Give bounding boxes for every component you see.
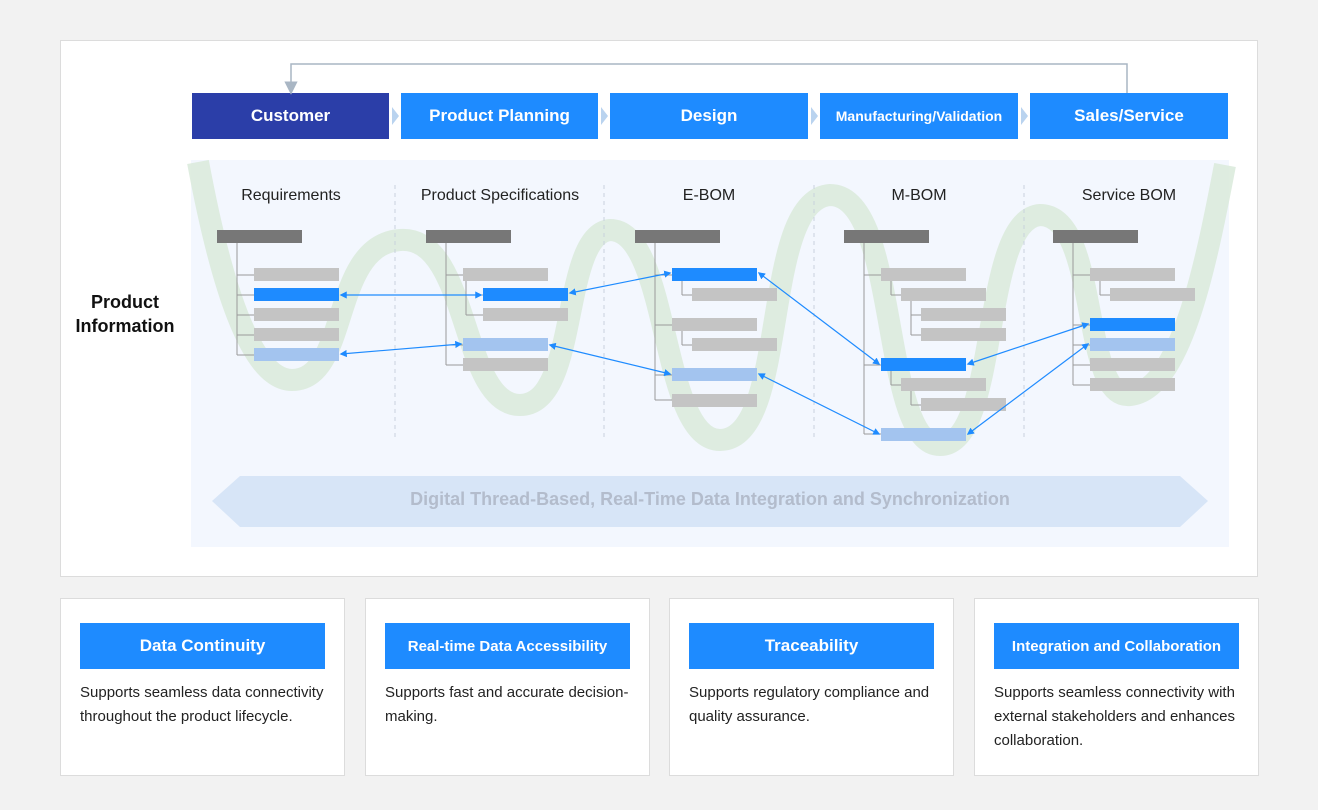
column-label-product-specifications: Product Specifications	[420, 187, 580, 204]
service-bom-tree	[1053, 230, 1195, 391]
card-description: Supports regulatory compliance and quali…	[689, 684, 930, 725]
product-specifications-tree	[426, 230, 568, 371]
card-description: Supports fast and accurate decision-maki…	[385, 684, 629, 725]
side-label-line: Information	[75, 316, 175, 336]
chevron-right-icon	[601, 107, 608, 125]
card-realtime-data-accessibility: Real-time Data Accessibility Supports fa…	[365, 598, 650, 776]
stage-sales-service: Sales/Service	[1030, 93, 1228, 139]
card-title: Data Continuity	[80, 623, 325, 669]
card-data-continuity: Data Continuity Supports seamless data c…	[60, 598, 345, 776]
card-title: Traceability	[689, 623, 934, 669]
column-label-requirements: Requirements	[241, 187, 341, 204]
chevron-right-icon	[392, 107, 399, 125]
sync-banner-text: Digital Thread-Based, Real-Time Data Int…	[410, 489, 1010, 509]
stage-customer: Customer	[192, 93, 389, 139]
stage-label: Product Planning	[429, 106, 570, 125]
chevron-right-icon	[811, 107, 818, 125]
stage-design: Design	[610, 93, 808, 139]
stage-label: Manufacturing/Validation	[835, 108, 1003, 124]
card-description: Supports seamless data connectivity thro…	[80, 684, 324, 725]
feedback-loop-arrow	[284, 63, 1128, 95]
side-label-line: Product	[90, 292, 159, 312]
column-label-ebom: E-BOM	[682, 187, 736, 204]
stage-label: Design	[680, 106, 738, 125]
product-information-label: Product Information	[70, 290, 180, 338]
card-title: Real-time Data Accessibility	[385, 623, 630, 669]
column-label-service-bom: Service BOM	[1081, 187, 1177, 204]
card-description: Supports seamless connectivity with exte…	[994, 684, 1235, 749]
card-title: Integration and Collaboration	[994, 623, 1239, 669]
requirements-tree	[217, 230, 339, 361]
card-traceability: Traceability Supports regulatory complia…	[669, 598, 954, 776]
stage-label: Customer	[250, 106, 331, 125]
stage-product-planning: Product Planning	[401, 93, 598, 139]
column-separators	[394, 185, 1025, 440]
chevron-right-icon	[1021, 107, 1028, 125]
stage-manufacturing-validation: Manufacturing/Validation	[820, 93, 1018, 139]
trace-links	[339, 270, 1090, 435]
column-label-mbom: M-BOM	[891, 187, 947, 204]
sync-banner-arrow	[212, 476, 1208, 527]
stage-label: Sales/Service	[1074, 106, 1184, 125]
card-integration-collaboration: Integration and Collaboration Supports s…	[974, 598, 1259, 776]
